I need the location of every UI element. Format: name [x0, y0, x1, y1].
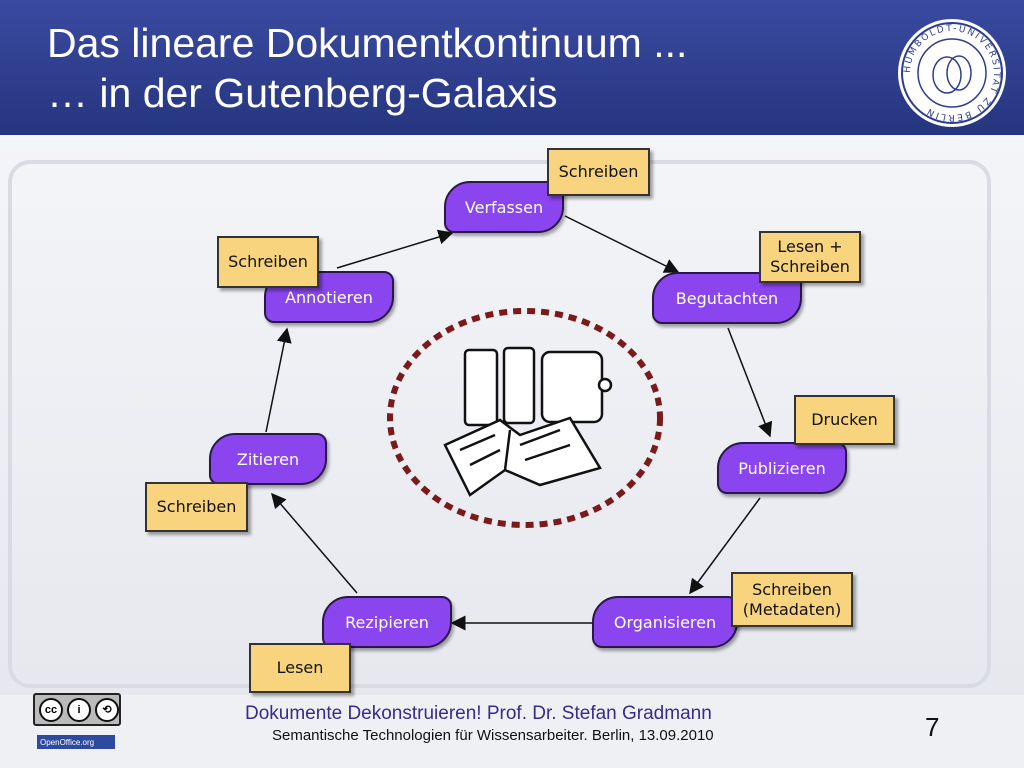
page-number: 7	[925, 712, 940, 742]
note-annotieren: Schreiben	[217, 236, 319, 288]
node-zitieren: Zitieren	[209, 433, 327, 485]
node-begutachten: Begutachten	[652, 272, 802, 324]
note-verfassen: Schreiben	[547, 148, 650, 196]
note-zitieren: Schreiben	[145, 482, 248, 532]
dotted-ring	[387, 308, 663, 528]
note-line: (Metadaten)	[742, 599, 842, 619]
note-line: Lesen +	[777, 237, 843, 256]
title-line-2: … in der Gutenberg-Galaxis	[47, 70, 558, 116]
openoffice-logo: OpenOffice.org	[37, 735, 115, 749]
arrow-publizieren-organisieren	[689, 497, 761, 595]
node-rezipieren: Rezipieren	[322, 596, 452, 648]
university-seal-icon: HUMBOLDT-UNIVERSITÄT ZU BERLIN	[898, 19, 1006, 127]
note-publizieren: Drucken	[794, 395, 895, 445]
node-publizieren: Publizieren	[717, 442, 847, 494]
slide-title: Das lineare Dokumentkontinuum ... … in d…	[47, 18, 687, 118]
note-organisieren: Schreiben (Metadaten)	[731, 572, 853, 627]
node-organisieren: Organisieren	[592, 596, 738, 648]
note-line: Schreiben	[770, 257, 850, 276]
node-verfassen: Verfassen	[444, 181, 564, 233]
arrow-annotieren-verfassen	[336, 229, 454, 269]
arrow-verfassen-begutachten	[564, 215, 680, 273]
note-rezipieren: Lesen	[249, 643, 351, 693]
note-line: Schreiben	[752, 579, 832, 599]
arrow-begutachten-publizieren	[727, 327, 773, 438]
arrow-rezipieren-zitieren	[271, 492, 358, 594]
background-frame	[8, 160, 991, 688]
arrow-zitieren-annotieren	[265, 327, 292, 433]
title-bar	[0, 0, 1024, 135]
footer-sub-text: Semantische Technologien für Wissensarbe…	[272, 727, 714, 744]
books-icon	[443, 346, 613, 497]
footer-main-text: Dokumente Dekonstruieren! Prof. Dr. Stef…	[245, 703, 712, 724]
note-begutachten: Lesen + Schreiben	[759, 231, 861, 283]
title-line-1: Das lineare Dokumentkontinuum ...	[47, 20, 688, 66]
